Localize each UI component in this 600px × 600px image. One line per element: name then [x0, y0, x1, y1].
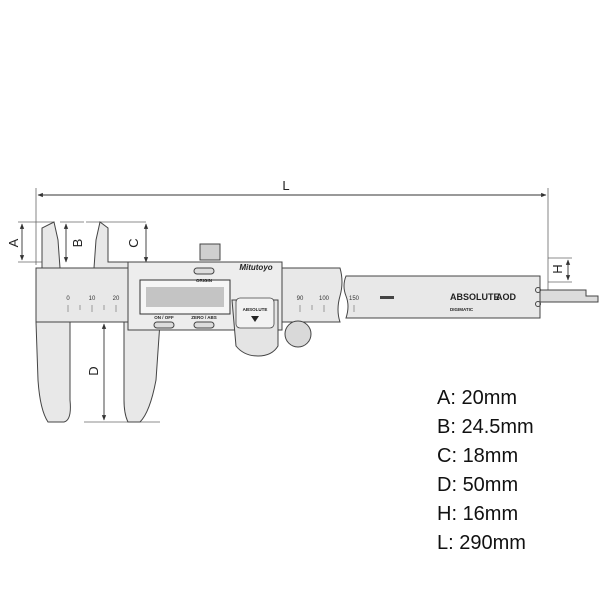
fixed-lower-jaw	[35, 321, 71, 423]
thumb-wheel	[199, 243, 221, 261]
spec-label: L:	[437, 532, 454, 554]
spec-value: 50mm	[462, 474, 519, 496]
main-beam-right	[343, 275, 541, 319]
spec-label: C:	[437, 445, 457, 467]
spec-d: D: 50mm	[437, 471, 534, 500]
spec-l: L: 290mm	[437, 529, 534, 558]
depth-rod	[539, 289, 599, 303]
dim-label-l: L	[282, 178, 289, 193]
spec-legend: A: 20mm B: 24.5mm C: 18mm D: 50mm H: 16m…	[437, 384, 534, 558]
scale-label-20: 20	[113, 296, 120, 302]
dim-label-b: B	[70, 239, 85, 248]
lcd-digits	[146, 287, 224, 307]
thumb-roller	[284, 320, 312, 348]
scale-label-90: 90	[297, 296, 304, 302]
dim-label-h: H	[550, 264, 565, 273]
origin-label: ORIGIN	[196, 278, 212, 283]
spec-label: B:	[437, 416, 456, 438]
absolute-badge	[235, 297, 275, 329]
spec-h: H: 16mm	[437, 500, 534, 529]
dim-label-a: A	[6, 238, 21, 247]
spec-c: C: 18mm	[437, 442, 534, 471]
extension-lines	[18, 188, 572, 423]
spec-label: D:	[437, 474, 457, 496]
absolute-badge-text: ABSOLUTE	[243, 307, 268, 312]
brand-logo: Mitutoyo	[239, 263, 272, 272]
spec-value: 20mm	[461, 387, 518, 409]
scale-label-150: 150	[349, 296, 360, 302]
spec-b: B: 24.5mm	[437, 413, 534, 442]
zero-abs-button	[193, 321, 215, 329]
digimatic-text: DIGIMATIC	[450, 307, 474, 312]
scale-ticks	[67, 305, 355, 312]
spec-value: 290mm	[459, 532, 526, 554]
slider-upper-jaw	[93, 221, 129, 269]
dimension-arrows	[19, 192, 571, 421]
origin-button	[193, 267, 215, 275]
scale-label-0: 0	[66, 296, 70, 302]
aod-text: AOD	[496, 292, 517, 302]
fixed-upper-jaw	[41, 221, 61, 269]
on-off-button	[153, 321, 175, 329]
slider-lower-jaw	[123, 321, 161, 423]
spec-label: H:	[437, 503, 457, 525]
zero-abs-label: ZERO / ABS	[191, 315, 217, 320]
end-screw-top	[535, 287, 541, 293]
spec-label: A:	[437, 387, 456, 409]
end-screw-bottom	[535, 301, 541, 307]
scale-label-100: 100	[319, 296, 330, 302]
dim-label-d: D	[86, 366, 101, 375]
spec-a: A: 20mm	[437, 384, 534, 413]
on-off-label: ON / OFF	[154, 315, 174, 320]
dim-label-c: C	[126, 238, 141, 247]
spec-value: 24.5mm	[461, 416, 534, 438]
spec-value: 18mm	[462, 445, 519, 467]
scale-label-10: 10	[89, 296, 96, 302]
spec-value: 16mm	[462, 503, 519, 525]
beam-mark	[380, 296, 394, 299]
absolute-beam-text: ABSOLUTE	[450, 292, 500, 302]
down-triangle-icon	[251, 316, 259, 322]
